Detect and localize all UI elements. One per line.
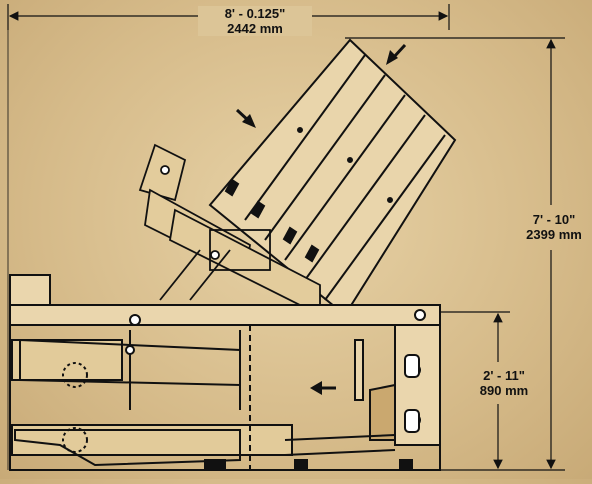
width-imperial-text: 8' - 0.125" [224,6,286,21]
height-metric-text: 2399 mm [526,227,582,242]
height-dimension-label: 7' - 10" 2399 mm [512,212,592,242]
base-imperial-text: 2' - 11" [483,368,525,383]
base-metric-text: 890 mm [479,383,529,398]
base-frame [9,274,441,471]
flow-arrows [235,43,407,395]
width-metric-text: 2442 mm [227,21,283,36]
height-dimension [345,37,565,471]
base-height-dimension [440,311,510,470]
feeder-head [138,143,321,317]
height-imperial-text: 7' - 10" [532,212,576,227]
width-dimension-label: 8' - 0.125" 2442 mm [198,6,312,36]
base-height-dimension-label: 2' - 11" 890 mm [466,368,542,398]
